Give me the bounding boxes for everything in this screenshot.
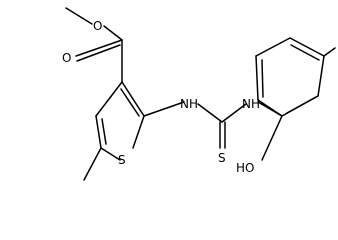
bond-ar4-ar5 [255,37,291,57]
bond-methyl-o [65,7,93,25]
bond-carbonyl-double-b [76,44,121,62]
bond-c5-c4-inner [101,118,107,145]
bond-ar5-ar6-inner [261,59,264,98]
bond-ar6-ar1 [257,99,283,117]
atom-label-nh-left: NH [180,97,198,111]
bond-c3-c2 [121,81,145,117]
bond-carbonyl-double-a [75,39,123,57]
bond-ar3-methyl [323,47,336,57]
bond-c2-s [132,115,145,149]
bond-ar1-oh [261,115,283,161]
bond-ar2-ar3 [317,55,325,97]
atom-label-hydroxyl: HO [236,161,254,175]
bond-c2-nh [143,101,185,117]
atom-label-ring-sulfur: S [118,153,126,167]
bond-ar3-ar4-inner [290,44,320,61]
atom-label-nh-right: NH [242,97,260,111]
bond-c4-c3 [95,81,123,117]
bond-cs-nh [221,103,247,123]
bond-ar5-ar6 [255,55,259,101]
bond-nh-cs [197,103,223,123]
bond-c3-c2-inner [120,88,140,117]
bond-c5-c4 [95,115,102,149]
atom-label-thione-sulfur: S [218,151,226,165]
structure-canvas: O O S NH NH S HO [62,7,336,181]
atom-label-ester-o-methoxy: O [93,19,102,33]
bond-o-carbonyl-carbon [103,25,123,41]
chemical-structure-drawing: O O S NH NH S HO [62,7,336,181]
bond-s-c5 [100,147,121,161]
bond-c5-methyl [83,147,102,181]
bond-ar3-ar4 [289,37,325,57]
bond-ar1-ar2-inner [286,96,317,114]
atom-label-ester-o-carbonyl: O [62,51,71,65]
